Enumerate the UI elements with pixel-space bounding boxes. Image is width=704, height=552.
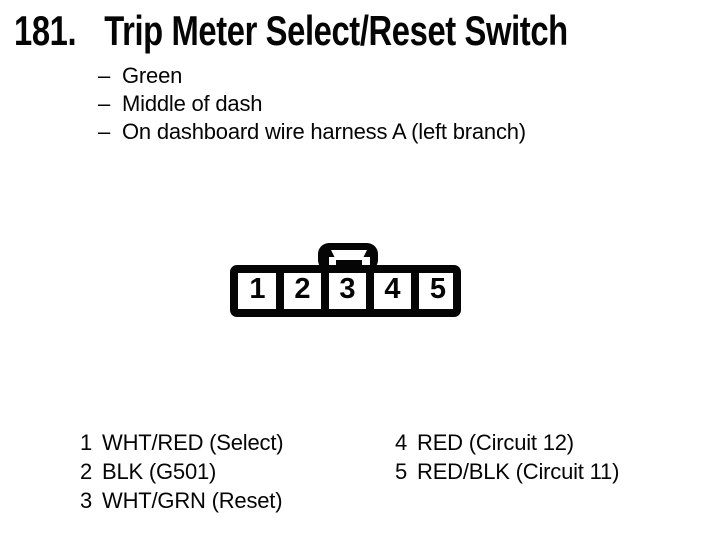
section-title: 181. Trip Meter Select/Reset Switch [14,9,568,53]
pin-number: 5 [430,273,446,305]
legend-row: 2 BLK (G501) [80,457,283,486]
connector-svg: 1 2 3 4 5 [230,243,461,317]
section-number: 181. [14,7,77,54]
bullet-text: On dashboard wire harness A (left branch… [122,119,526,144]
connector-latch [318,243,378,271]
bullet-dash: – [98,63,111,88]
legend-wire-label: WHT/GRN (Reset) [102,488,283,513]
connector-diagram: 1 2 3 4 5 [225,238,470,323]
legend-wire-label: WHT/RED (Select) [102,430,284,455]
legend-pin-id: 3 [80,488,93,513]
legend-row: 4 RED (Circuit 12) [395,428,619,457]
legend-row: 1 WHT/RED (Select) [80,428,284,457]
pin-number: 4 [384,273,400,305]
legend-left-column: 1 WHT/RED (Select) 2 BLK (G501) 3 WHT/GR… [80,428,284,515]
legend-pin-id: 1 [80,430,93,455]
pin-number: 2 [294,273,310,305]
section-title-text: Trip Meter Select/Reset Switch [104,7,568,54]
legend-wire-label: BLK (G501) [102,459,217,484]
bullet-dash: – [98,91,111,116]
legend-row: 5 RED/BLK (Circuit 11) [395,457,619,486]
legend-row: 3 WHT/GRN (Reset) [80,486,283,515]
connector-dividers [276,269,419,313]
bullet-text: Middle of dash [122,91,263,116]
legend-pin-id: 5 [395,459,408,484]
connector-body [230,265,461,317]
legend-pin-id: 4 [395,430,408,455]
bullet-dash: – [98,119,111,144]
pin-number: 3 [339,273,355,305]
bullet-list: – Green – Middle of dash – On dashboard … [98,62,526,146]
legend-wire-label: RED (Circuit 12) [417,430,574,455]
pin-number: 1 [249,273,265,305]
pin-numbers: 1 2 3 4 5 [249,273,446,305]
bullet-item: – On dashboard wire harness A (left bran… [98,118,526,146]
legend-right-column: 4 RED (Circuit 12) 5 RED/BLK (Circuit 11… [395,428,619,486]
bullet-item: – Green [98,62,526,90]
bullet-item: – Middle of dash [98,90,526,118]
legend-pin-id: 2 [80,459,93,484]
legend-wire-label: RED/BLK (Circuit 11) [417,459,620,484]
bullet-text: Green [122,63,183,88]
